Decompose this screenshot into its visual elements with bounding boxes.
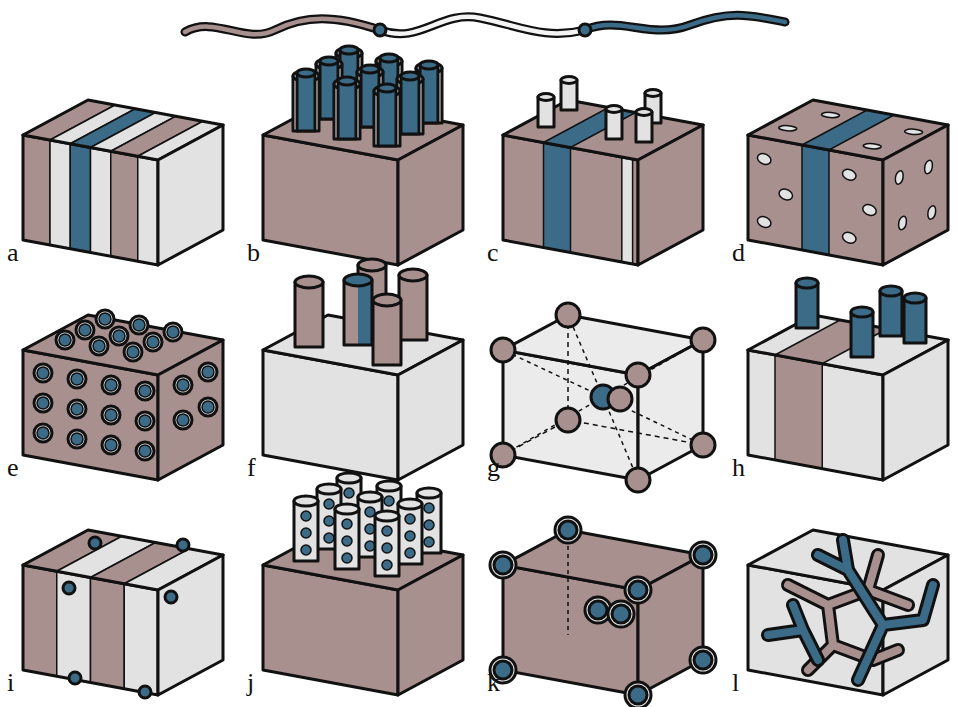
network-cube — [748, 530, 948, 695]
core-shell-cylinder-cube — [263, 46, 463, 265]
cylinder-cube — [263, 259, 463, 480]
triblock-chain — [185, 15, 785, 36]
panel-letter: c — [487, 240, 499, 266]
panel-letter: b — [247, 240, 260, 266]
lamellar-cube — [23, 100, 223, 265]
panel-letter: f — [247, 455, 256, 481]
lamella-sphere-cube — [748, 100, 948, 265]
ring-cube — [23, 310, 223, 480]
panel-letter: e — [7, 455, 19, 481]
panel-letter: a — [7, 240, 19, 266]
panel-letter: h — [732, 455, 745, 481]
panel-letter: j — [247, 670, 254, 696]
panel-letter: k — [487, 670, 500, 696]
panel-letter: l — [732, 670, 739, 696]
lamella-cylinder-cube — [503, 77, 703, 266]
panel-letter: i — [7, 670, 14, 696]
lamella-sphere-cube — [23, 530, 223, 698]
core-shell-sphere-cube — [490, 517, 716, 707]
lamella-cylinder-cube — [748, 278, 948, 480]
panel-letter: g — [487, 455, 500, 481]
panel-letter: d — [732, 240, 745, 266]
sphere-lattice-cube — [491, 303, 715, 492]
cylinder-sphere-cube — [263, 473, 463, 695]
